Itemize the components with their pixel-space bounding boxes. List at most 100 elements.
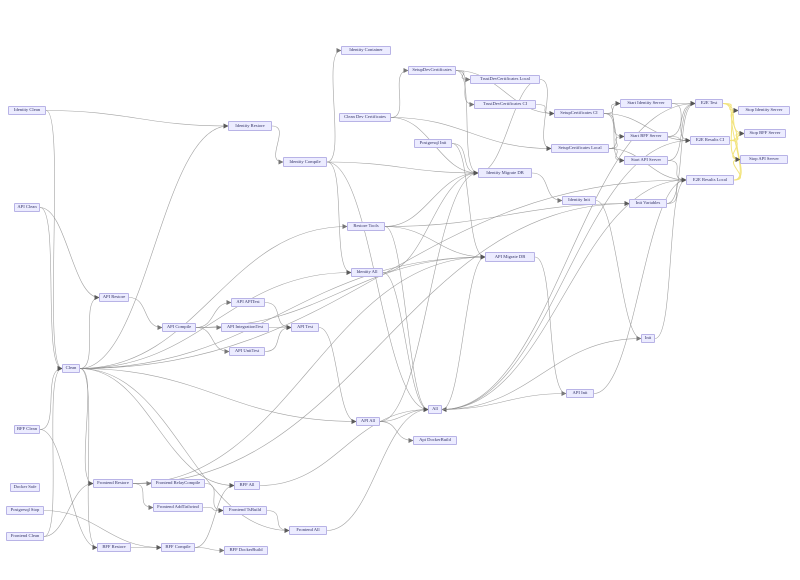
node-restore-tools[interactable]: Restore Tools	[347, 222, 385, 231]
node-clean[interactable]: Clean	[62, 364, 80, 373]
edge-init_variables-to-e2e_test	[666, 101, 696, 204]
edge-identity_migrate_db-to-identity_init	[531, 172, 563, 203]
edge-frontend_restore-to-init_variables	[132, 201, 630, 484]
edge-api_all-to-all	[379, 407, 429, 422]
edge-setup_certificates_ci-to-start_api_server	[603, 113, 625, 163]
edge-init-to-all	[441, 338, 642, 412]
node-start-identity-server[interactable]: Start Identity Server	[620, 99, 672, 108]
node-clean-dev-certificates[interactable]: Clean Dev Certificates	[339, 113, 391, 122]
edge-clean-to-api_migrate_db	[79, 254, 486, 369]
node-setup-dev-certificates[interactable]: SetupDevCertificates	[408, 66, 456, 75]
edge-setup_certificates_local-to-start_bff_server	[608, 134, 625, 149]
node-api-apitest[interactable]: API APITest	[231, 298, 265, 307]
node-bff-restore[interactable]: BFF Restore	[97, 543, 131, 552]
edge-api_init-to-e2e_results_local	[593, 177, 687, 394]
node-api-restore[interactable]: API Restore	[99, 293, 129, 302]
edge-bff_clean-to-clean	[39, 366, 63, 430]
edge-frontend_all-to-all	[326, 407, 429, 531]
node-frontend-addtailwind[interactable]: Frontend AddTailwind	[153, 503, 203, 512]
edge-api_clean-to-clean	[39, 207, 63, 371]
edge-restore_tools-to-init_variables	[384, 201, 630, 227]
node-init[interactable]: Init	[641, 334, 655, 343]
node-frontend-tsbuild[interactable]: Frontend TsBuild	[223, 506, 267, 515]
node-identity-clean[interactable]: Identity Clean	[8, 106, 46, 115]
node-bff-compile[interactable]: BFF Compile	[161, 543, 195, 552]
edge-trust_dev_cert_local-to-setup_certificates_local	[539, 79, 552, 151]
edge-api_restore-to-api_compile	[128, 297, 163, 330]
edge-clean-to-frontend_all	[79, 368, 290, 533]
node-identity-all[interactable]: Identity All	[351, 268, 383, 277]
node-frontend-relaycompile[interactable]: Frontend RelayCompile	[151, 479, 205, 488]
node-api-clean[interactable]: API Clean	[14, 203, 40, 212]
edge-identity_clean-to-clean	[45, 110, 63, 371]
node-all[interactable]: All	[428, 405, 442, 414]
node-api-integrationtest[interactable]: API IntegrationTest	[221, 323, 269, 332]
node-api-unittest[interactable]: API UnitTest	[229, 347, 265, 356]
edge-bff_clean-to-bff_restore	[39, 429, 98, 550]
node-bff-clean[interactable]: BFF Clean	[14, 425, 40, 434]
edge-api_compile-to-api_unittest	[195, 327, 230, 354]
edge-setup_dev_certificates-to-setup_certificates_ci	[455, 70, 555, 116]
edge-clean-to-bff_restore	[79, 368, 98, 550]
edge-clean-to-api_all	[79, 368, 357, 424]
node-identity-migrate-db[interactable]: Identity Migrate DB	[478, 168, 532, 178]
node-stop-identity-server[interactable]: Stop Identity Server	[738, 106, 790, 115]
node-start-bff-server[interactable]: Start BFF Server	[624, 132, 668, 141]
edge-init-to-e2e_results_local	[654, 177, 687, 339]
node-api-all[interactable]: API All	[356, 417, 380, 426]
edge-identity_compile-to-identity_container	[326, 48, 342, 163]
node-api-migrate-db[interactable]: API Migrate DB	[485, 252, 535, 262]
node-e2e-test[interactable]: E2E Test	[695, 99, 723, 108]
edge-clean-to-restore_tools	[79, 224, 348, 369]
node-e2e-results-ci[interactable]: E2E Results CI	[690, 136, 730, 145]
node-api-init[interactable]: API Init	[566, 389, 594, 398]
node-identity-restore[interactable]: Identity Restore	[228, 121, 272, 131]
node-identity-compile[interactable]: Identity Compile	[283, 157, 327, 167]
edge-e2e_results_local-to-stop_bff_server	[733, 131, 745, 181]
edge-restore_tools-to-api_migrate_db	[384, 226, 486, 260]
node-setup-certificates-ci[interactable]: SetupCertificates CI	[554, 109, 604, 118]
edge-postgresql_init-to-identity_migrate_db	[451, 143, 479, 176]
edge-api_apitest-to-api_test	[264, 302, 292, 330]
edge-bff_all-to-all	[259, 407, 429, 486]
node-trust-dev-cert-local[interactable]: TrustDevCertificates Local	[470, 75, 540, 84]
node-api-test[interactable]: API Test	[291, 323, 319, 332]
node-stop-api-server[interactable]: Stop API Server	[740, 155, 788, 164]
node-trust-dev-cert-ci[interactable]: TrustDevCertificates CI	[474, 100, 536, 109]
edge-api_migrate_db-to-api_init	[534, 256, 567, 396]
node-e2e-results-local[interactable]: E2E Results Local	[686, 175, 734, 185]
node-init-variables[interactable]: Init Variables	[629, 199, 667, 208]
edge-all-to-e2e_test	[441, 101, 696, 410]
node-stop-bff-server[interactable]: Stop BFF Server	[744, 129, 786, 138]
node-postgresql-stop[interactable]: Postgresql Stop	[6, 506, 44, 515]
edge-api_unittest-to-api_test	[264, 325, 292, 352]
edge-api_clean-to-api_restore	[39, 207, 100, 300]
node-start-api-server[interactable]: Start API Server	[624, 156, 668, 165]
edge-clean-to-e2e_results_local	[79, 177, 687, 369]
node-identity-init[interactable]: Identity Init	[562, 196, 596, 205]
node-api-compile[interactable]: API Compile	[162, 323, 196, 332]
node-frontend-restore[interactable]: Frontend Restore	[93, 479, 133, 488]
node-setup-certificates-local[interactable]: SetupCertificates Local	[551, 144, 609, 153]
edge-setup_dev_certificates-to-identity_migrate_db	[455, 70, 479, 176]
node-api-dockerbuild[interactable]: Api DockerBuild	[413, 436, 457, 445]
node-frontend-clean[interactable]: Frontend Clean	[6, 532, 44, 541]
edge-trust_dev_cert_local-to-identity_migrate_db	[477, 79, 541, 176]
edge-start_bff_server-to-e2e_test	[667, 101, 696, 137]
node-frontend-all[interactable]: Frontend All	[289, 526, 327, 535]
edge-frontend_clean-to-frontend_restore	[43, 481, 94, 537]
node-bff-all[interactable]: BFF All	[234, 481, 260, 490]
node-postgresql-init[interactable]: Postgresql Init	[414, 139, 452, 148]
node-docker-safe[interactable]: Docker Safe	[10, 483, 40, 492]
edge-e2e_results_local-to-stop_identity_server	[731, 108, 741, 181]
edge-clean-to-identity_all	[79, 270, 352, 369]
edge-start_api_server-to-e2e_test	[667, 101, 696, 161]
edge-identity_init-to-init	[595, 200, 642, 341]
edge-identity_restore-to-identity_compile	[271, 125, 284, 165]
node-identity-container[interactable]: Identity Container	[341, 46, 391, 55]
edge-e2e_test-to-stop_api_server	[722, 103, 741, 162]
edge-restore_tools-to-identity_migrate_db	[384, 170, 479, 227]
node-bff-dockerbuild[interactable]: BFF DockerBuild	[224, 546, 268, 555]
edge-clean_dev_certificates-to-setup_certificates_local	[390, 117, 552, 151]
